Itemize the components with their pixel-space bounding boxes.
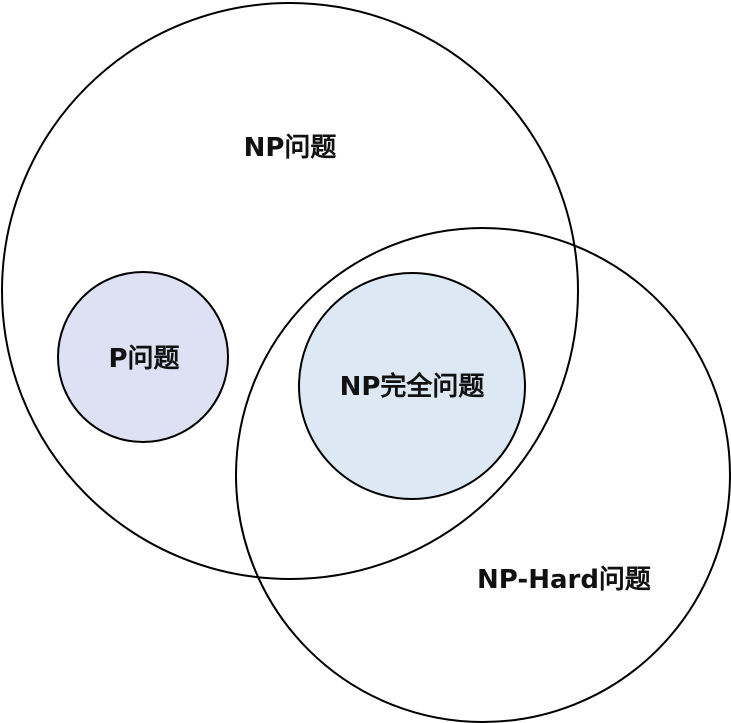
np-hard-label: NP-Hard问题 [477, 565, 651, 595]
p-circle [57, 271, 229, 443]
np-hard-circle [235, 227, 731, 723]
np-complete-label: NP完全问题 [340, 371, 485, 402]
np-label: NP问题 [244, 133, 337, 163]
p-label: P问题 [108, 344, 179, 374]
np-circle [1, 2, 579, 580]
np-complete-circle [298, 272, 526, 500]
